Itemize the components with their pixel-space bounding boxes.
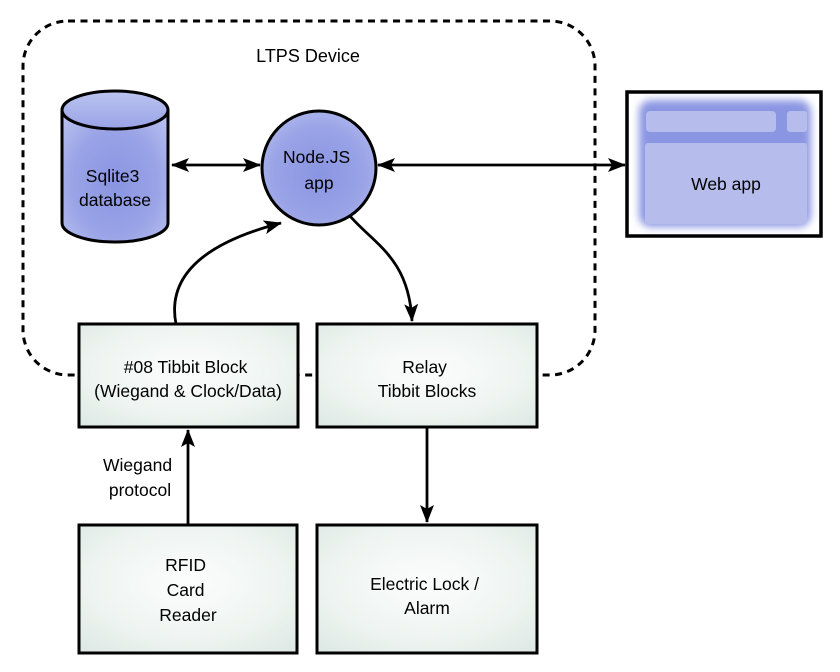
wiegand-protocol-label: Wiegand protocol bbox=[103, 455, 177, 500]
lock-label: Electric Lock / Alarm bbox=[370, 574, 484, 618]
database-cylinder-body bbox=[60, 110, 170, 244]
node-tibbit08-block: #08 Tibbit Block (Wiegand & Clock/Data) bbox=[77, 322, 300, 429]
browser-menu-button-icon bbox=[787, 111, 807, 132]
tibbit08-label: #08 Tibbit Block (Wiegand & Clock/Data) bbox=[94, 357, 282, 401]
nodejs-label: Node.JS app bbox=[283, 147, 355, 193]
tibbit08-box bbox=[77, 322, 300, 429]
node-electric-lock-alarm: Electric Lock / Alarm bbox=[315, 523, 539, 655]
browser-content-area bbox=[645, 143, 807, 224]
node-nodejs-app: Node.JS app bbox=[260, 109, 378, 227]
node-rfid-card-reader: RFID Card Reader bbox=[77, 523, 299, 655]
nodejs-circle bbox=[260, 109, 378, 227]
node-web-app: Web app bbox=[625, 90, 823, 238]
database-cylinder-top bbox=[60, 89, 170, 131]
browser-address-bar bbox=[646, 111, 776, 132]
node-sqlite-database: Sqlite3 database bbox=[60, 89, 170, 244]
edge-tibbit08-nodejs bbox=[173, 220, 282, 325]
relay-box bbox=[315, 322, 539, 429]
sqlite-label: Sqlite3 database bbox=[79, 166, 151, 210]
webapp-label: Web app bbox=[691, 174, 761, 194]
lock-box bbox=[315, 523, 539, 655]
rfid-box bbox=[77, 523, 299, 655]
rfid-label: RFID Card Reader bbox=[159, 555, 217, 625]
relay-label: Relay Tibbit Blocks bbox=[378, 357, 477, 401]
ltps-device-boundary bbox=[21, 19, 597, 377]
node-relay-tibbit-blocks: Relay Tibbit Blocks bbox=[315, 322, 539, 429]
ltps-device-title: LTPS Device bbox=[256, 46, 360, 66]
edge-nodejs-relay bbox=[348, 215, 419, 322]
